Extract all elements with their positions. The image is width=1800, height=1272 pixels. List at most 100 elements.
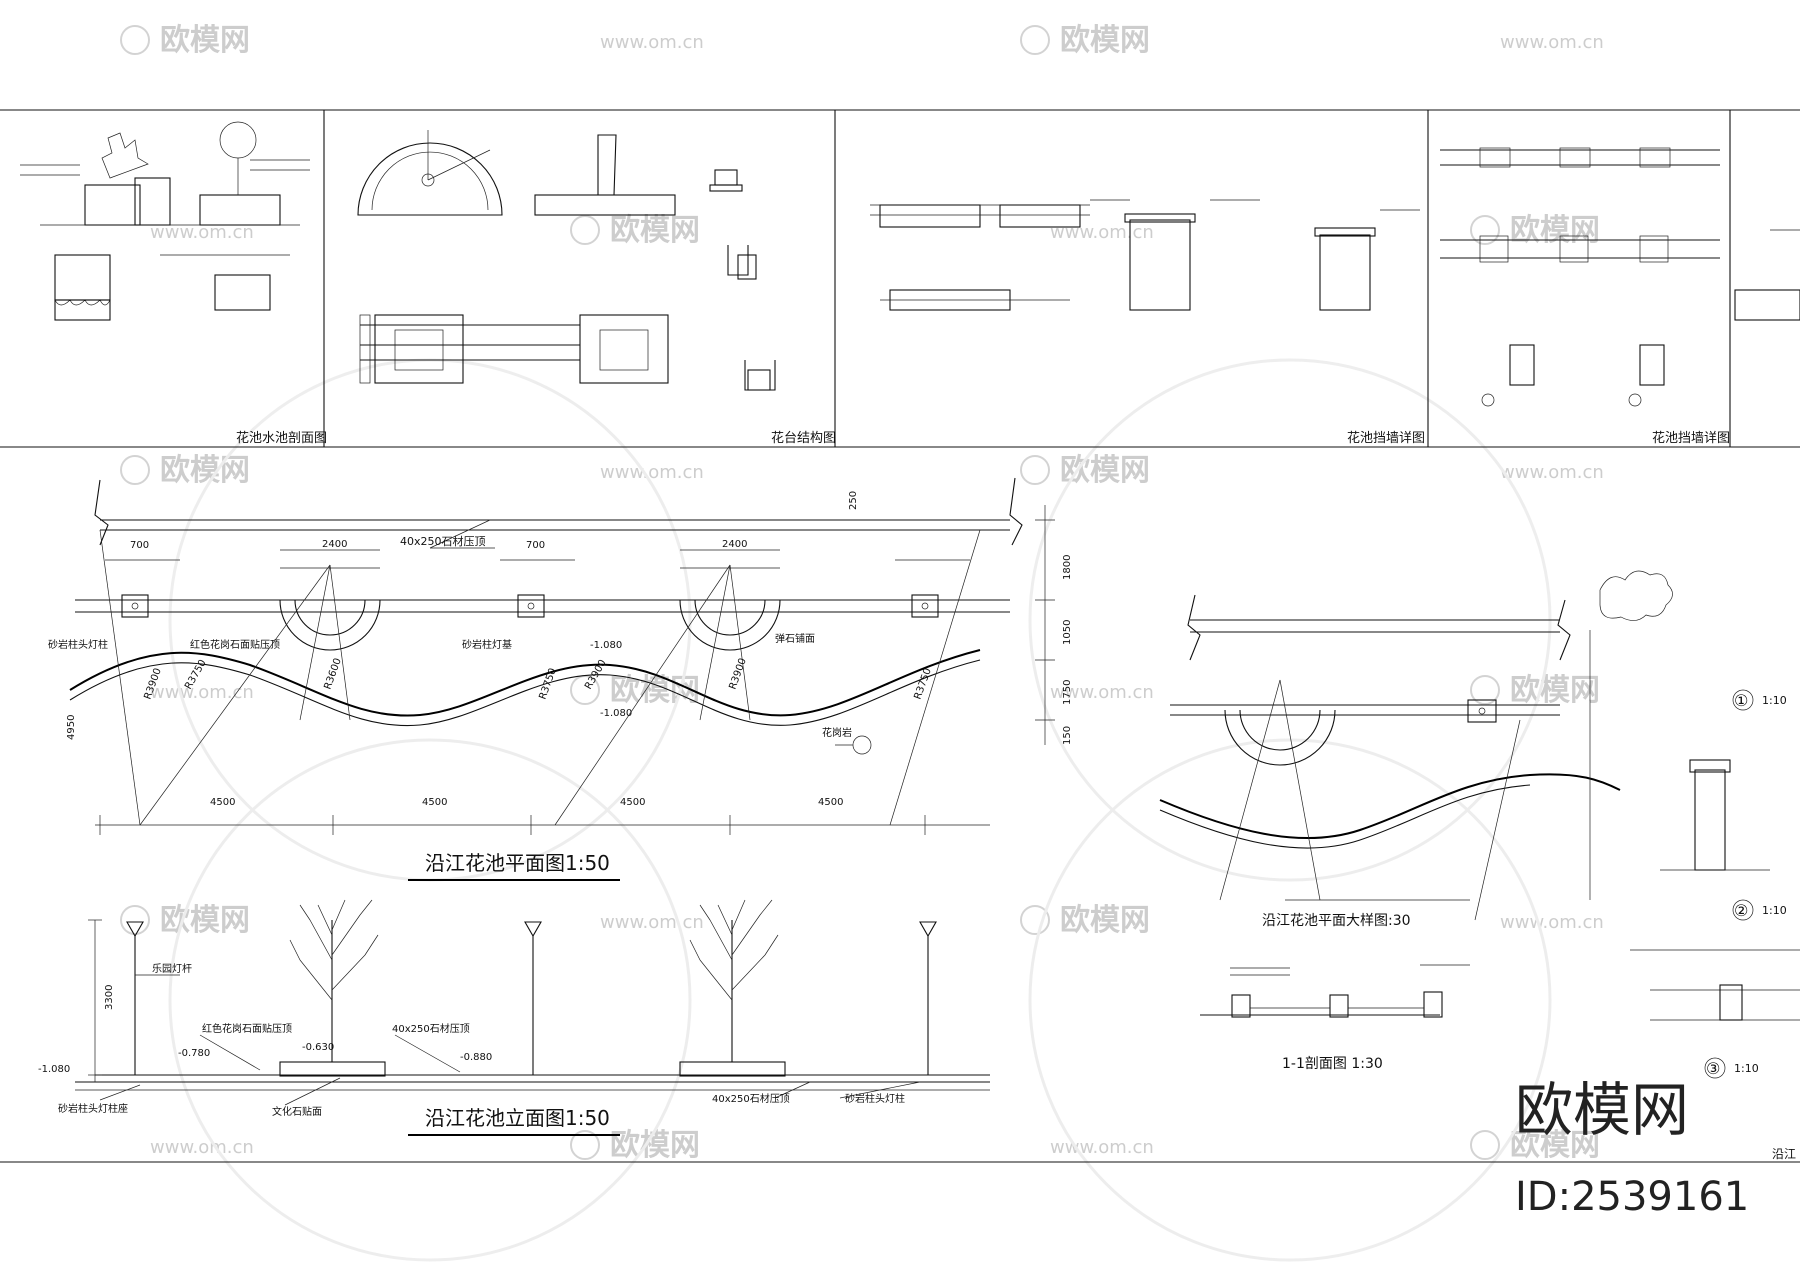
detail-plan-title: 沿江花池平面大样图:30 — [1262, 913, 1411, 929]
plan-radius-label: R3750 — [537, 667, 558, 701]
plan-post-width-2: 700 — [526, 540, 545, 551]
plan-arc-width-1: 2400 — [322, 539, 347, 550]
plan-title: 沿江花池平面图1:50 — [425, 851, 610, 875]
plan-note-1: 砂岩柱头灯柱 — [48, 638, 108, 651]
sheet-title-3: 花池挡墙详图 — [1347, 430, 1425, 446]
watermark-brand: 欧模网 — [1060, 23, 1150, 58]
watermark-url: www.om.cn — [1500, 32, 1604, 53]
plan-note-5: 弹石铺面 — [775, 632, 815, 645]
elev-planting-label: 文化石贴面 — [272, 1105, 322, 1118]
watermark-url: www.om.cn — [1050, 1137, 1154, 1158]
detail-scale-3: 1:10 — [1734, 1062, 1759, 1075]
watermark-brand: 欧模网 — [610, 1128, 700, 1163]
plan-note-2: 红色花岗石面贴压顶 — [190, 638, 280, 651]
elevation-title: 沿江花池立面图1:50 — [425, 1106, 610, 1130]
watermark-brand: 欧模网 — [160, 23, 250, 58]
sheet-pool-section — [20, 121, 310, 321]
watermark-brand: 欧模网 — [1510, 213, 1600, 248]
detail-side-text: 沿江 — [1772, 1147, 1796, 1161]
watermark-brand: 欧模网 — [1510, 673, 1600, 708]
watermark-brand: 欧模网 — [160, 453, 250, 488]
elev-base2-label: 砂岩柱头灯柱 — [845, 1092, 905, 1105]
watermark-brand: 欧模网 — [610, 213, 700, 248]
watermark-ring — [168, 738, 692, 1262]
watermark-logo-icon — [570, 215, 600, 245]
elev-level-3: -0.630 — [302, 1042, 334, 1053]
watermark-logo-icon — [120, 905, 150, 935]
watermark-url: www.om.cn — [1050, 222, 1154, 243]
watermark-url: www.om.cn — [600, 32, 704, 53]
elev-level-2: -0.780 — [178, 1048, 210, 1059]
detail-callouts — [1630, 689, 1800, 1079]
watermark-url: www.om.cn — [150, 1137, 254, 1158]
watermark-brand: 欧模网 — [610, 673, 700, 708]
watermark-url: www.om.cn — [1500, 462, 1604, 483]
top-sheet-strip — [0, 109, 1800, 1163]
plan-arc-width-2: 2400 — [722, 539, 747, 550]
watermark-brand: 欧模网 — [1060, 903, 1150, 938]
plan-post-width-1: 700 — [130, 540, 149, 551]
watermark-brand: 欧模网 — [1510, 1128, 1600, 1163]
sheet-wall-detail-1 — [870, 199, 1420, 311]
elev-lamp-label: 乐园灯杆 — [152, 963, 192, 975]
plan-level-2: -1.080 — [600, 708, 632, 719]
plan-dim-span-2: 4500 — [422, 797, 447, 808]
plan-left-dim: 4950 — [66, 715, 77, 740]
elev-level-1: -1.080 — [38, 1064, 70, 1075]
plan-note-6: 花岗岩 — [822, 726, 852, 739]
watermark-url: www.om.cn — [150, 682, 254, 703]
watermark-logo-icon — [120, 25, 150, 55]
elevation-tree-2 — [689, 899, 779, 1062]
elev-level-4: -0.880 — [460, 1052, 492, 1063]
sheet-flower-platform — [357, 130, 776, 391]
detail-num-3: ③ — [1706, 1059, 1720, 1078]
section-view — [1200, 964, 1470, 1018]
sheet-title-2: 花台结构图 — [771, 430, 836, 446]
watermark-brand: 欧模网 — [1060, 453, 1150, 488]
sheet-title-4: 花池挡墙详图 — [1652, 430, 1730, 446]
sheet-wall-detail-2 — [1440, 147, 1800, 407]
watermark-url: www.om.cn — [600, 462, 704, 483]
watermark-url: www.om.cn — [150, 222, 254, 243]
plan-dim-span-3: 4500 — [620, 797, 645, 808]
watermark-logo-icon — [1470, 675, 1500, 705]
sheet-title-1: 花池水池剖面图 — [236, 430, 327, 446]
plan-right-dim-4: 1750 — [1062, 680, 1073, 705]
watermark-url: www.om.cn — [1050, 682, 1154, 703]
elev-cap-label: 40x250石材压顶 — [392, 1022, 470, 1035]
plan-right-dim-1: 250 — [848, 491, 859, 510]
watermark-url: www.om.cn — [600, 912, 704, 933]
detail-plan-view — [1159, 570, 1673, 921]
plan-bench-label: 40x250石材压顶 — [400, 534, 486, 548]
watermark-logo-icon — [120, 455, 150, 485]
watermark-logo-icon — [1020, 25, 1050, 55]
watermark-logo-icon — [570, 1130, 600, 1160]
elevation-view — [75, 899, 990, 1106]
plan-view — [69, 477, 1055, 835]
watermark-brand: 欧模网 — [160, 903, 250, 938]
plan-level-1: -1.080 — [590, 640, 622, 651]
detail-num-1: ① — [1734, 691, 1748, 710]
elevation-tree-1 — [289, 899, 379, 1062]
section-title: 1-1剖面图 1:30 — [1282, 1056, 1383, 1072]
elev-wall-label: 红色花岗石面贴压顶 — [202, 1022, 292, 1035]
plan-dim-span-4: 4500 — [818, 797, 843, 808]
watermark-id-text: ID:2539161 — [1515, 1174, 1749, 1220]
watermark-logo-icon — [1020, 455, 1050, 485]
plan-right-dim-3: 1050 — [1062, 620, 1073, 645]
plan-right-dim-2: 1800 — [1062, 555, 1073, 580]
detail-scale-1: 1:10 — [1762, 694, 1787, 707]
plan-radius-label: R3600 — [322, 657, 343, 691]
watermark-logo-text: 欧模网 — [1515, 1076, 1689, 1144]
watermark-logo-icon — [1470, 1130, 1500, 1160]
elev-base-label: 砂岩柱头灯柱座 — [58, 1102, 128, 1115]
watermark-ring — [1028, 738, 1552, 1262]
plan-note-4: 砂岩柱灯基 — [462, 638, 512, 651]
plan-dim-span-1: 4500 — [210, 797, 235, 808]
plan-right-dim-5: 150 — [1062, 726, 1073, 745]
detail-scale-2: 1:10 — [1762, 904, 1787, 917]
watermark-url: www.om.cn — [1500, 912, 1604, 933]
watermark-logo-icon — [1470, 215, 1500, 245]
elev-cap2-label: 40x250石材压顶 — [712, 1092, 790, 1105]
